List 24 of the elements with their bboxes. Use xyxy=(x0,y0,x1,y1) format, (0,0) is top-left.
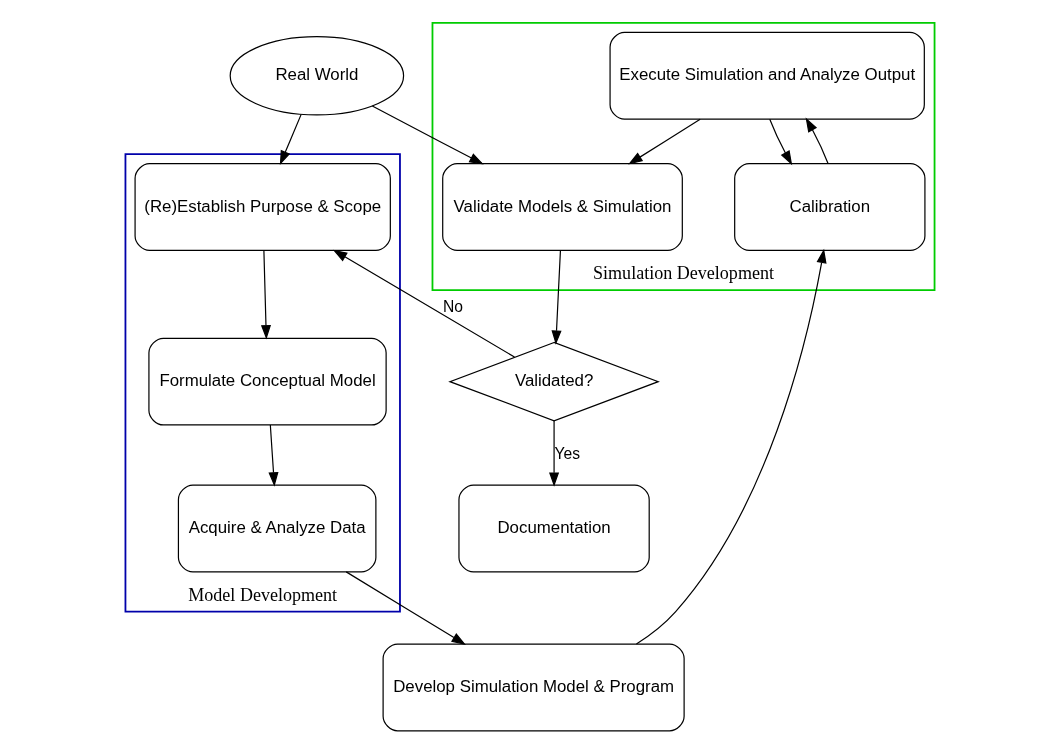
node-box: Execute Simulation and Analyze Output xyxy=(608,31,925,120)
node-box: (Re)Establish Purpose & Scope xyxy=(134,163,391,251)
node-box: Acquire & Analyze Data xyxy=(177,484,376,573)
edge-label: No xyxy=(442,298,463,316)
arrow xyxy=(279,114,302,166)
arrow xyxy=(548,420,559,487)
arrow xyxy=(805,117,829,165)
node-box: Formulate Conceptual Model xyxy=(147,337,387,426)
arrow xyxy=(768,118,792,166)
node-ellipse: Real World xyxy=(229,36,404,116)
arrow xyxy=(345,571,466,645)
arrow xyxy=(371,105,484,165)
arrow xyxy=(635,248,827,645)
node-box: Develop Simulation Model & Program xyxy=(382,643,685,732)
arrow xyxy=(332,249,515,358)
arrow xyxy=(260,250,271,340)
arrow xyxy=(550,250,562,345)
node-box: Validate Models & Simulation xyxy=(441,163,683,251)
node-box: Calibration xyxy=(733,163,925,251)
arrow xyxy=(627,118,701,165)
edge-label: Yes xyxy=(554,445,580,463)
arrow xyxy=(267,424,279,487)
node-diamond: Validated? xyxy=(447,341,660,422)
node-box: Documentation xyxy=(457,484,650,573)
